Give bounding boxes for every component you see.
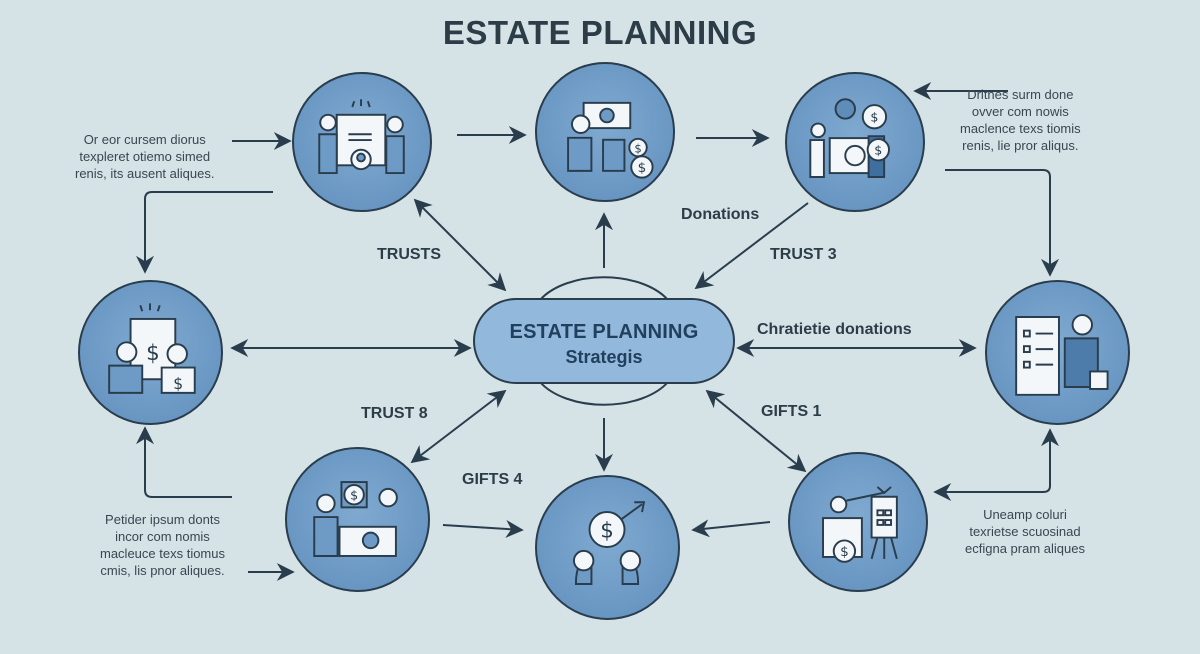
svg-text:$: $ [146, 341, 160, 366]
node-bottom-left: $ [285, 447, 430, 592]
label-trust8: TRUST 8 [361, 405, 428, 422]
advisor-client-dollar-board-icon: $ $ [108, 303, 196, 394]
label-trust3: TRUST 3 [770, 246, 837, 263]
label-trusts: TRUSTS [377, 246, 441, 263]
note-top-right: Dritnes surm done ovver com nowis maclen… [960, 87, 1081, 153]
page-title: ESTATE PLANNING [442, 14, 758, 51]
node-top-left [292, 72, 432, 212]
center-title: ESTATE PLANNING [509, 321, 699, 343]
note-bottom-right: Uneamp coluri texrietse scuosinad ecfign… [965, 507, 1085, 556]
note-top-left: Or eor cursem diorus texpleret otiemo si… [75, 132, 215, 181]
svg-text:$: $ [600, 518, 614, 543]
node-mid-right [985, 280, 1130, 425]
node-bottom-center: $ [535, 475, 680, 620]
center-strategy-node: ESTATE PLANNING Strategis [473, 298, 735, 384]
node-top-right: $ $ [785, 72, 925, 212]
svg-text:$: $ [173, 375, 183, 393]
svg-text:$: $ [634, 141, 641, 155]
node-top-center: $ $ [535, 62, 675, 202]
svg-text:$: $ [638, 160, 647, 176]
svg-text:$: $ [874, 143, 882, 158]
person-money-stack-icon: $ $ [567, 101, 654, 179]
money-handover-icon: $ [313, 481, 398, 557]
label-donations: Donations [681, 206, 760, 223]
node-bottom-right: $ [788, 452, 928, 592]
checklist-advisor-icon [1015, 314, 1109, 396]
note-bottom-left: Petider ipsum donts incor com nomis macl… [100, 512, 225, 578]
svg-text:$: $ [350, 488, 358, 503]
svg-text:$: $ [870, 110, 878, 125]
label-gifts4: GIFTS 4 [462, 471, 523, 488]
center-subtitle: Strategis [565, 347, 643, 367]
node-mid-left: $ $ [78, 280, 223, 425]
podium-easel-icon: $ [822, 486, 898, 563]
presenter-coins-icon: $ $ [809, 98, 890, 178]
two-people-document-icon [318, 99, 405, 175]
svg-text:$: $ [840, 544, 849, 560]
label-charitable-donations: Chratietie donations [757, 321, 912, 338]
label-gifts1: GIFTS 1 [761, 403, 822, 420]
growth-dollar-people-icon: $ [572, 501, 646, 585]
